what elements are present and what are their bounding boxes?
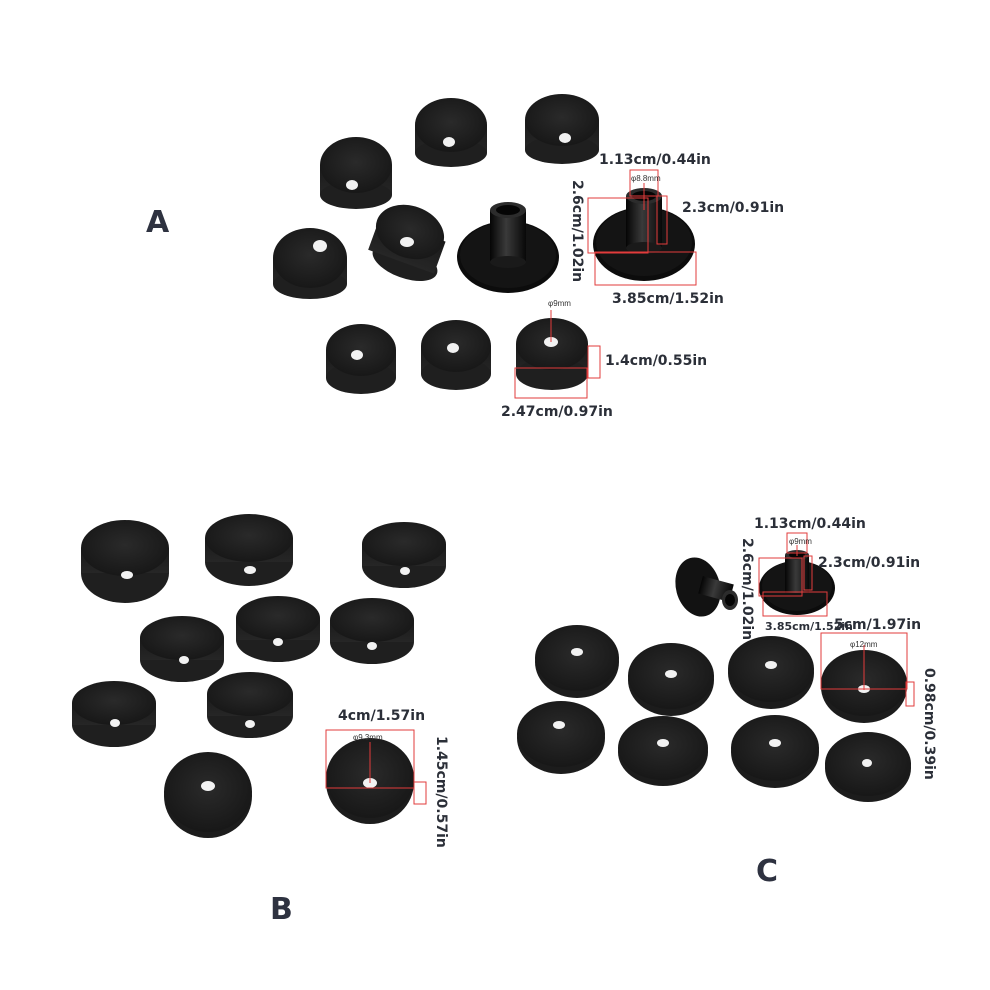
felt-washer [421,320,491,390]
section-b-dimension-lines [325,729,427,805]
felt-washer [368,204,446,282]
felt-washer [535,625,619,698]
c-felt-height: 0.98cm/0.39in [921,668,937,780]
section-a-cymbal-sleeves [457,188,695,293]
felt-washer [628,643,714,716]
c-felt-diameter: 5cm/1.97in [834,617,922,633]
a-felt-hole: φ9mm [548,299,571,308]
felt-washer [205,514,293,586]
cymbal-sleeve [675,557,738,617]
c-post-height: 2.6cm/1.02in [739,538,755,641]
felt-washer [362,522,446,588]
cymbal-sleeve [457,202,559,293]
a-felt-height: 1.4cm/0.55in [605,353,708,369]
a-post-inner-diameter: φ8.8mm [631,174,661,183]
section-label-b: B [270,892,293,927]
section-a-dimension-lines [514,169,697,399]
cymbal-sleeve [593,188,695,281]
section-a-felt-washers [273,94,599,394]
felt-washer [415,98,487,167]
felt-washer [72,681,156,747]
section-label-a: A [146,205,170,240]
section-b-felt-washers [72,514,446,838]
a-post-base-diameter: 3.85cm/1.52in [612,291,724,307]
b-felt-diameter: 4cm/1.57in [338,708,426,724]
c-felt-hole: φ12mm [850,640,878,649]
felt-washer [330,598,414,664]
a-post-tube-height: 2.3cm/0.91in [682,200,785,216]
section-c-felt-washers [517,625,911,802]
felt-washer [516,318,588,390]
section-label-c: C [756,854,779,889]
b-felt-hole: φ9.3mm [353,733,383,742]
c-post-inner-diameter: φ9mm [789,537,812,546]
b-felt-height: 1.45cm/0.57in [433,736,449,848]
a-post-height: 2.6cm/1.02in [569,180,585,283]
c-post-tube-height: 2.3cm/0.91in [818,555,921,571]
felt-washer [525,94,599,164]
c-post-base-diameter: 3.85cm/1.52in [765,620,853,633]
felt-washer [618,716,708,786]
felt-washer [731,715,819,788]
felt-washer [140,616,224,682]
felt-washer [164,752,252,838]
section-c-dimension-lines [758,532,915,707]
felt-washer [728,636,814,709]
felt-washer [326,324,396,394]
felt-washer [517,701,605,774]
c-post-top-diameter: 1.13cm/0.44in [754,516,866,532]
felt-washer [207,672,293,738]
felt-washer [273,228,347,299]
felt-washer [236,596,320,662]
felt-washer [825,732,911,802]
a-post-top-diameter: 1.13cm/0.44in [599,152,711,168]
felt-washer [81,520,169,603]
a-felt-diameter: 2.47cm/0.97in [501,404,613,420]
felt-washer [320,137,392,209]
